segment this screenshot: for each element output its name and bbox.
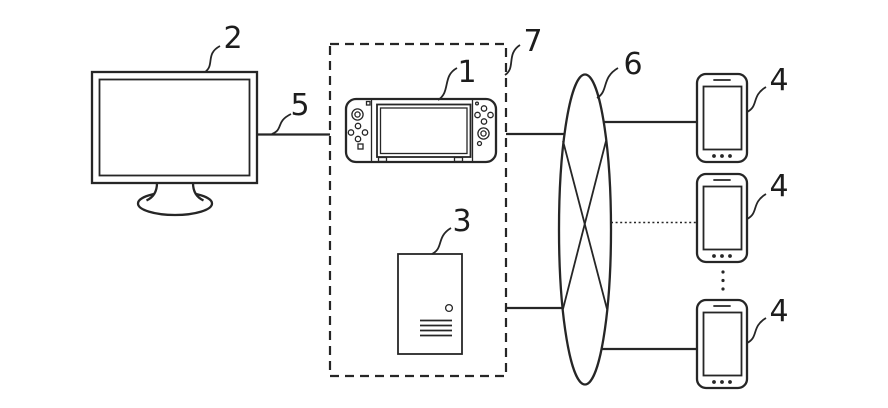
ref-label-monitor: 2 (223, 21, 242, 56)
leader-lines (204, 44, 767, 344)
phone-button-icon (728, 380, 732, 384)
dpad-down-icon (354, 135, 362, 143)
phone-body (695, 72, 749, 164)
ellipsis-dot (721, 278, 725, 283)
network-ellipse (557, 73, 613, 386)
leader-line-5 (271, 113, 292, 135)
server-vents-icon (420, 319, 452, 337)
ref-label-server: 3 (452, 204, 471, 239)
y-button-icon (474, 111, 481, 119)
server-figure (397, 253, 463, 355)
ref-label-boundary: 7 (523, 24, 542, 59)
phone-button-icon (712, 380, 716, 384)
phone-button-icon (720, 254, 724, 258)
right-analog-stick-cap (480, 130, 487, 137)
leader-line-4-middle (746, 193, 767, 220)
phone-button-icon (728, 154, 732, 158)
monitor-figure (90, 70, 259, 217)
right-joycon-controls (474, 101, 494, 147)
ref-label-cable: 5 (290, 88, 309, 123)
smartphone-figure-bottom (695, 298, 749, 390)
server-case (397, 253, 463, 355)
phone-button-icon (712, 154, 716, 158)
dpad-up-icon (354, 122, 362, 130)
monitor-stand-neck-fill (147, 182, 203, 200)
reference-numerals: 2 5 1 7 3 6 4 4 4 (223, 21, 788, 329)
ref-label-phone-bottom: 4 (769, 294, 788, 329)
ellipsis-dot (721, 270, 725, 274)
phone-body (695, 298, 749, 390)
left-joycon-controls (347, 100, 371, 150)
leader-line-4-bottom (746, 317, 767, 344)
leader-line-7 (504, 44, 521, 76)
monitor-stand-neck-right (191, 182, 205, 202)
console-foot-right (453, 156, 464, 163)
left-analog-stick-cap (354, 111, 361, 118)
console-body (344, 97, 498, 164)
plus-button-icon (474, 101, 480, 106)
monitor-screen (98, 78, 251, 177)
ref-label-console: 1 (457, 55, 476, 90)
console-screen (379, 107, 468, 155)
right-analog-stick-icon (477, 127, 490, 140)
phone-button-icon (712, 254, 716, 258)
phone-button-icon (720, 154, 724, 158)
leader-line-2 (204, 45, 221, 73)
game-console-figure (344, 97, 498, 164)
dpad-left-icon (347, 129, 355, 136)
smartphone-figure-top (695, 72, 749, 164)
left-analog-stick-icon (351, 108, 364, 121)
capture-button-icon (357, 143, 364, 150)
ref-label-phone-top: 4 (769, 63, 788, 98)
leader-line-4-top (746, 86, 767, 113)
phone-screen (702, 311, 743, 377)
ellipsis-dot (721, 287, 725, 291)
x-button-icon (480, 105, 488, 112)
leader-line-3 (431, 227, 452, 255)
network-figure (557, 73, 613, 386)
console-screen-bezel (376, 103, 472, 158)
minus-button-icon (365, 100, 371, 106)
dpad-right-icon (361, 129, 369, 136)
monitor-stand-neck-left (145, 182, 159, 202)
ref-label-network: 6 (623, 47, 642, 82)
phone-screen (702, 185, 743, 251)
vertical-ellipsis-icon (721, 270, 725, 291)
smartphone-figure-middle (695, 172, 749, 264)
ref-label-phone-middle: 4 (769, 169, 788, 204)
leader-line-6 (596, 67, 619, 99)
console-foot-left (377, 156, 388, 163)
network-x-line-2 (562, 140, 607, 310)
power-button-icon (444, 303, 454, 313)
monitor-outer-frame (90, 70, 259, 185)
phone-button-icon (728, 254, 732, 258)
b-button-icon (480, 118, 488, 125)
leader-line-1 (437, 67, 458, 101)
phone-button-icon (720, 380, 724, 384)
home-button-icon (476, 140, 483, 147)
a-button-icon (487, 111, 494, 119)
phone-screen (702, 85, 743, 151)
